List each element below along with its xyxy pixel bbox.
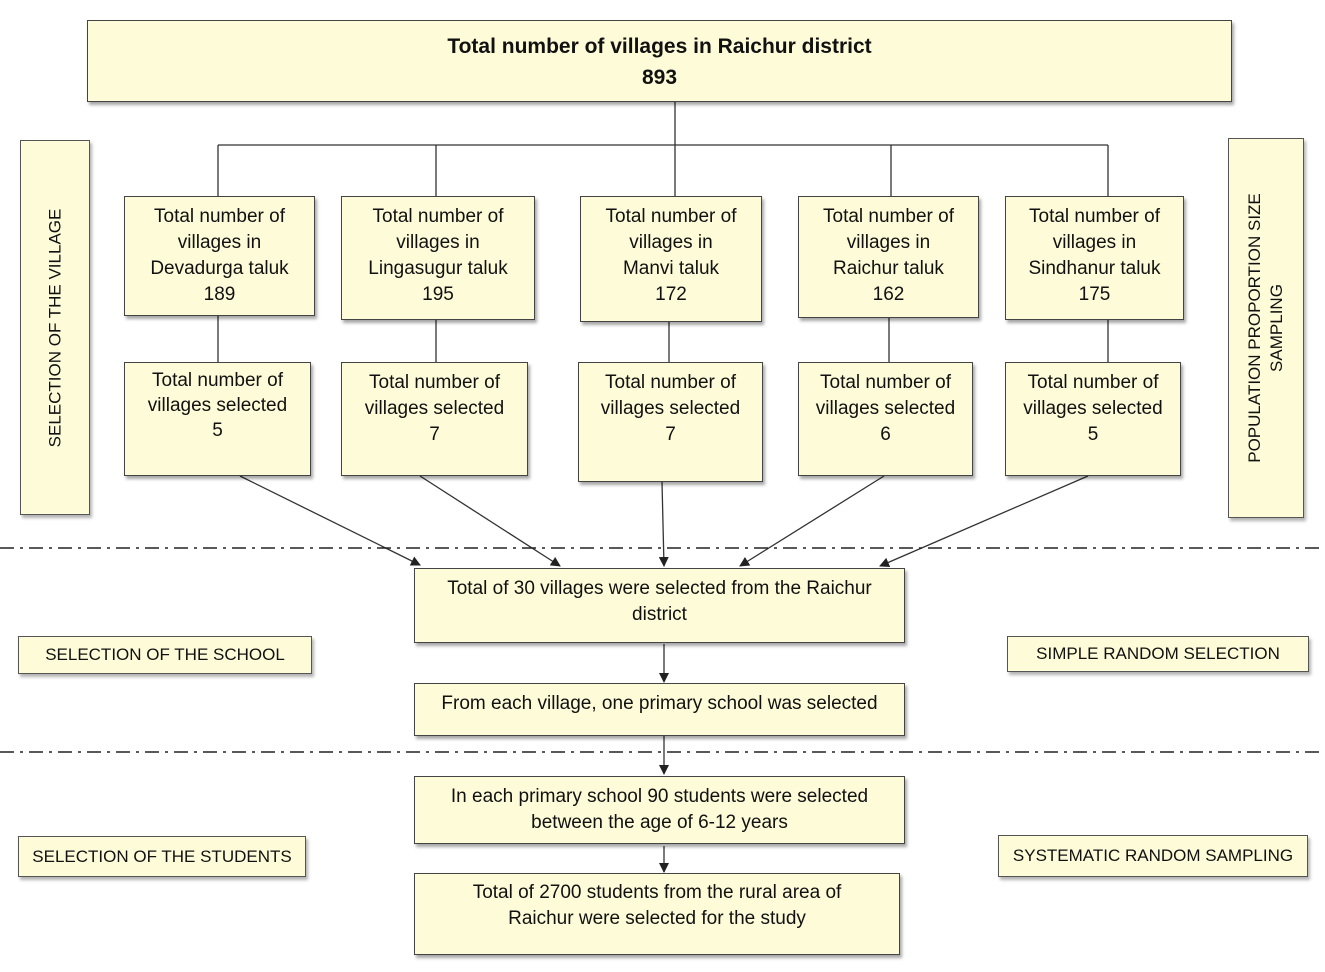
taluk-selected-raichur: Total number of villages selected 6: [798, 362, 973, 476]
selected-line: villages selected: [364, 398, 505, 419]
total-students-box: Total of 2700 students from the rural ar…: [414, 873, 900, 955]
taluk-total-line: villages in: [177, 232, 262, 253]
arrow-lingasugur: [419, 475, 561, 567]
selected-line: villages selected: [815, 398, 956, 419]
students-selection-line: between the age of 6-12 years: [531, 812, 788, 833]
arrow-raichur: [739, 475, 885, 567]
selected-line: Total number of: [1027, 372, 1159, 393]
taluk-total-line: villages in: [846, 232, 931, 253]
selection-of-school-label: SELECTION OF THE SCHOOL: [18, 636, 312, 674]
taluk-total-value: 162: [872, 284, 905, 305]
taluk-total-lingasugur: Total number of villages in Lingasugur t…: [341, 196, 535, 320]
school-selection-text: From each village, one primary school wa…: [441, 693, 878, 714]
taluk-total-devadurga: Total number of villages in Devadurga ta…: [124, 196, 315, 316]
total-students-line: Total of 2700 students from the rural ar…: [472, 882, 842, 903]
selected-line: Total number of: [369, 372, 500, 393]
taluk-name: Sindhanur taluk: [1028, 258, 1161, 279]
taluk-total-line: Total number of: [372, 206, 504, 227]
taluk-total-manvi: Total number of villages in Manvi taluk …: [580, 196, 762, 322]
selected-value: 5: [212, 420, 223, 441]
students-selection-box: In each primary school 90 students were …: [414, 776, 905, 844]
pps-line-2: SAMPLING: [1267, 284, 1286, 372]
selection-of-village-label: SELECTION OF THE VILLAGE: [20, 140, 90, 515]
systematic-random-sampling-text: SYSTEMATIC RANDOM SAMPLING: [1012, 846, 1294, 865]
taluk-selected-devadurga: Total number of villages selected 5: [124, 362, 311, 476]
taluk-name: Manvi taluk: [622, 258, 720, 279]
pps-sampling-text: POPULATION PROPORTION SIZE SAMPLING: [1244, 193, 1288, 463]
selected-value: 7: [665, 424, 676, 445]
taluk-name: Devadurga taluk: [150, 258, 289, 279]
selection-of-students-text: SELECTION OF THE STUDENTS: [32, 846, 292, 866]
villages-selected-line: district: [632, 604, 687, 625]
selected-line: Total number of: [152, 370, 283, 391]
simple-random-selection-text: SIMPLE RANDOM SELECTION: [1036, 644, 1280, 663]
selection-of-school-text: SELECTION OF THE SCHOOL: [45, 645, 285, 664]
arrow-devadurga: [239, 475, 421, 566]
taluk-total-line: villages in: [629, 232, 713, 253]
taluk-total-sindhanur: Total number of villages in Sindhanur ta…: [1005, 196, 1184, 320]
pps-sampling-label: POPULATION PROPORTION SIZE SAMPLING: [1228, 138, 1304, 518]
total-students-line: Raichur were selected for the study: [508, 908, 806, 929]
district-title: Total number of villages in Raichur dist…: [447, 35, 872, 58]
district-total-value: 893: [641, 66, 678, 89]
selected-line: villages selected: [1023, 398, 1163, 419]
selection-of-village-text: SELECTION OF THE VILLAGE: [45, 208, 65, 447]
selected-line: villages selected: [600, 398, 741, 419]
villages-selected-line: Total of 30 villages were selected from …: [447, 578, 872, 599]
selected-value: 7: [429, 424, 440, 445]
taluk-total-value: 195: [422, 284, 454, 305]
selected-value: 5: [1087, 424, 1099, 445]
taluk-name: Lingasugur taluk: [368, 258, 508, 279]
systematic-random-sampling-label: SYSTEMATIC RANDOM SAMPLING: [998, 835, 1308, 877]
selection-of-students-label: SELECTION OF THE STUDENTS: [18, 836, 306, 877]
taluk-selected-lingasugur: Total number of villages selected 7: [341, 362, 528, 476]
selected-line: Total number of: [820, 372, 951, 393]
district-total-box: Total number of villages in Raichur dist…: [87, 20, 1232, 102]
taluk-selected-sindhanur: Total number of villages selected 5: [1005, 362, 1181, 476]
school-selection-box: From each village, one primary school wa…: [414, 683, 905, 736]
selected-line: villages selected: [147, 395, 288, 416]
arrow-sindhanur: [879, 475, 1089, 568]
taluk-total-value: 189: [203, 284, 236, 305]
taluk-total-line: villages in: [396, 232, 480, 253]
taluk-name: Raichur taluk: [833, 258, 944, 279]
taluk-total-line: Total number of: [823, 206, 954, 227]
students-selection-line: In each primary school 90 students were …: [450, 786, 869, 807]
taluk-total-value: 175: [1078, 284, 1111, 305]
taluk-total-line: Total number of: [1029, 206, 1160, 227]
taluk-total-raichur: Total number of villages in Raichur talu…: [798, 196, 979, 318]
arrow-manvi: [658, 481, 669, 567]
taluk-total-line: Total number of: [605, 206, 737, 227]
villages-selected-box: Total of 30 villages were selected from …: [414, 568, 905, 643]
simple-random-selection-label: SIMPLE RANDOM SELECTION: [1007, 636, 1309, 672]
taluk-selected-manvi: Total number of villages selected 7: [578, 362, 763, 482]
selected-value: 6: [880, 424, 891, 445]
taluk-total-line: villages in: [1052, 232, 1137, 253]
taluk-total-line: Total number of: [154, 206, 285, 227]
selected-line: Total number of: [605, 372, 736, 393]
taluk-total-value: 172: [655, 284, 687, 305]
pps-line-1: POPULATION PROPORTION SIZE: [1245, 193, 1264, 463]
